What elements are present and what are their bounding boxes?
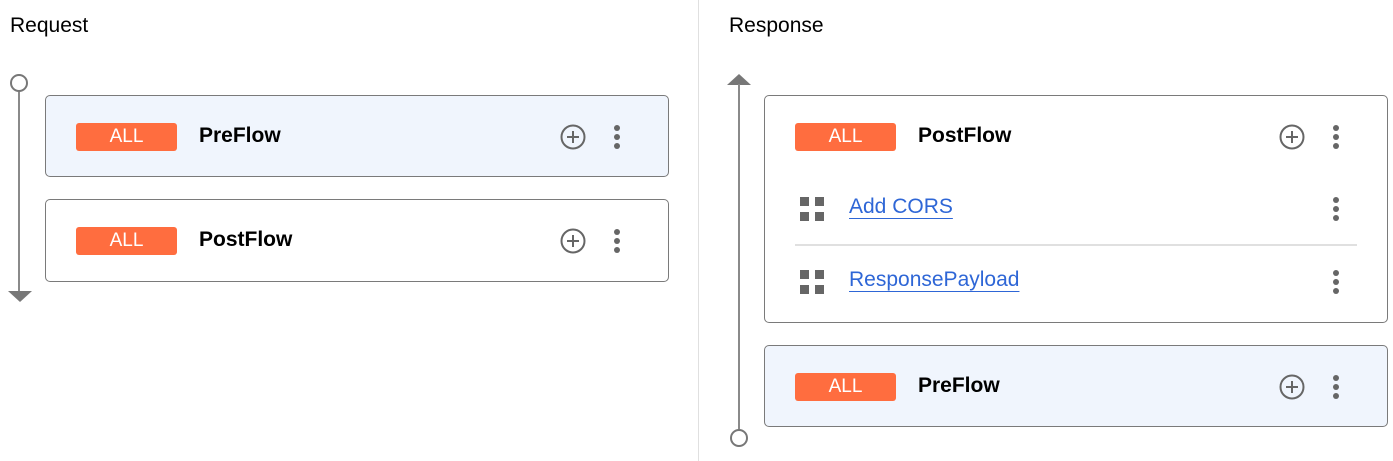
response-timeline [738,84,740,430]
more-options-icon[interactable] [613,124,621,150]
response-title: Response [729,14,824,37]
policy-grid-icon [799,196,825,222]
timeline-start-circle-icon [10,74,28,92]
flow-name: PostFlow [199,228,293,251]
response-preflow-card[interactable]: ALL PreFlow [764,345,1388,427]
add-step-plus-icon[interactable] [560,228,586,254]
request-postflow-card[interactable]: ALL PostFlow [45,199,669,282]
step-row: ResponsePayload [765,262,1387,302]
request-preflow-card[interactable]: ALL PreFlow [45,95,669,177]
step-link[interactable]: Add CORS [849,195,953,218]
flow-name: PreFlow [918,374,1000,397]
step-link[interactable]: ResponsePayload [849,268,1020,291]
response-postflow-card[interactable]: ALL PostFlow Add CORS ResponsePayload [764,95,1388,323]
policy-grid-icon [799,269,825,295]
step-divider [795,244,1357,246]
flow-name: PreFlow [199,124,281,147]
arrow-down-icon [8,291,32,302]
arrow-up-icon [727,74,751,85]
flow-name: PostFlow [918,124,1012,147]
add-step-plus-icon[interactable] [1279,374,1305,400]
condition-badge: ALL [795,123,896,151]
condition-badge: ALL [76,227,177,255]
condition-badge: ALL [76,123,177,151]
panel-divider [698,0,699,461]
more-options-icon[interactable] [1332,196,1340,222]
step-row: Add CORS [765,189,1387,229]
request-title: Request [10,14,89,37]
more-options-icon[interactable] [1332,124,1340,150]
condition-badge: ALL [795,373,896,401]
timeline-end-circle-icon [730,429,748,447]
more-options-icon[interactable] [613,228,621,254]
request-timeline [18,90,20,294]
add-step-plus-icon[interactable] [1279,124,1305,150]
more-options-icon[interactable] [1332,374,1340,400]
add-step-plus-icon[interactable] [560,124,586,150]
more-options-icon[interactable] [1332,269,1340,295]
